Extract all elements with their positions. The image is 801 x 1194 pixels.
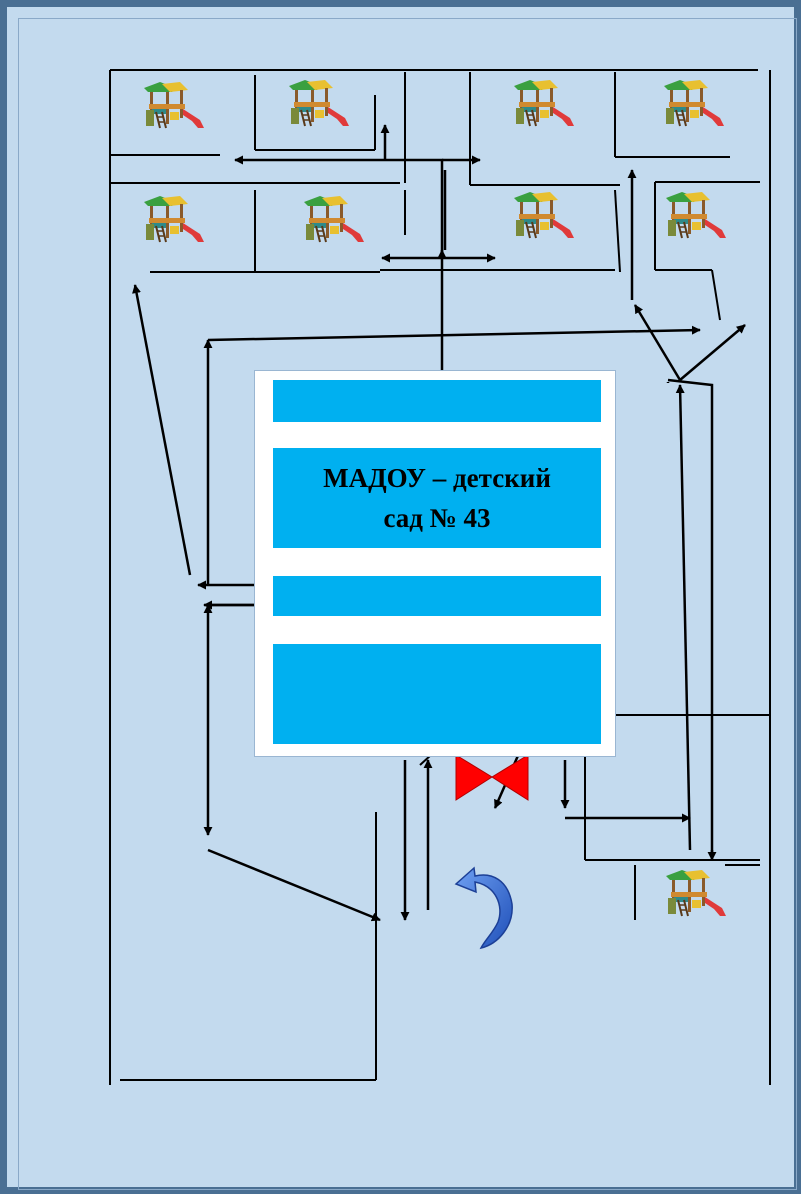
inner-frame <box>18 18 797 1190</box>
route-arrow <box>633 304 682 381</box>
route-arrow <box>675 384 692 851</box>
building-title: МАДОУ – детский сад № 43 <box>323 458 551 538</box>
curved-arrow-icon <box>454 866 513 950</box>
playground-icon <box>143 195 205 243</box>
playground-icon <box>665 191 727 239</box>
route-arrow <box>667 378 714 855</box>
playground-icon <box>303 195 365 243</box>
playground-icon <box>513 191 575 239</box>
building-band-2: МАДОУ – детский сад № 43 <box>273 448 601 548</box>
playground-icon <box>513 79 575 127</box>
building-title-line2: сад № 43 <box>383 503 491 533</box>
playground-icon <box>665 869 727 917</box>
walking-routes <box>132 124 746 922</box>
building-band-3 <box>273 576 601 616</box>
playground-icon <box>288 79 350 127</box>
route-arrow <box>679 324 746 381</box>
route-arrow <box>132 284 192 576</box>
route-arrow <box>207 848 381 922</box>
building-title-line1: МАДОУ – детский <box>323 463 551 493</box>
playground-icon <box>663 79 725 127</box>
route-arrow <box>207 325 701 342</box>
building-band-1 <box>273 380 601 422</box>
playground-icon <box>143 81 205 129</box>
wall-line <box>614 189 621 273</box>
kindergarten-building: МАДОУ – детский сад № 43 <box>254 370 616 757</box>
wall-line <box>711 269 721 321</box>
building-band-4 <box>273 644 601 744</box>
gate-icon <box>455 754 529 801</box>
